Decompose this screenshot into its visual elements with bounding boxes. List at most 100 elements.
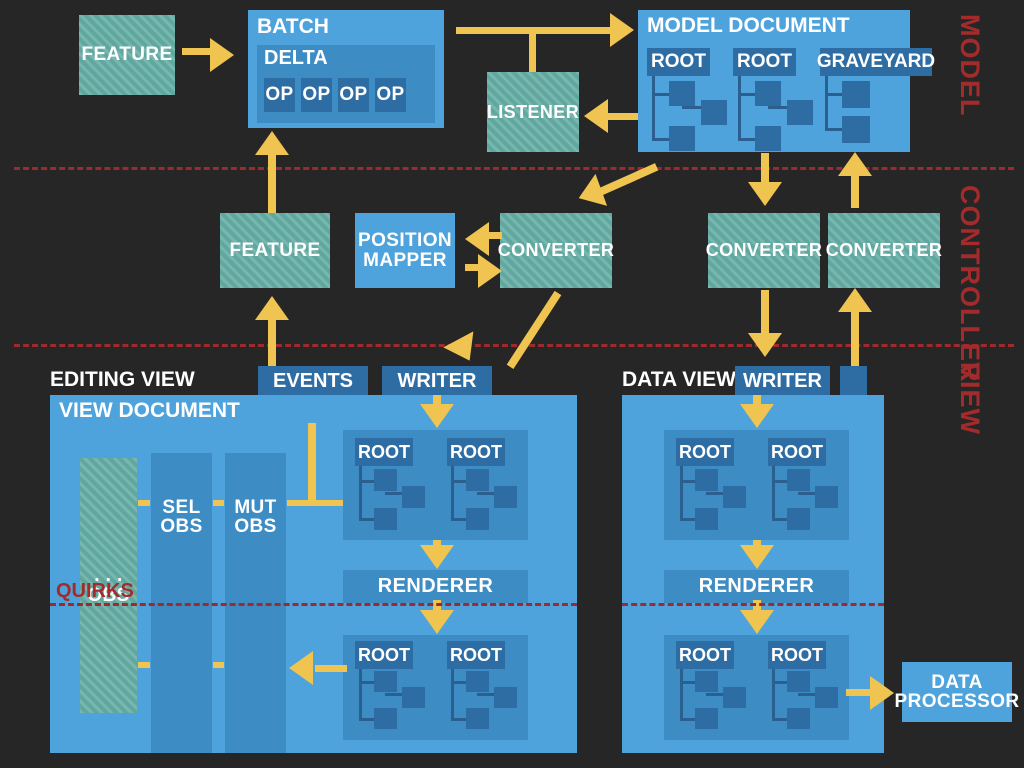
root-label[interactable]: ROOT [447, 641, 505, 669]
arrow-data-writer-to-tree-head [740, 404, 774, 428]
arrow-feature-to-batch-line [182, 48, 212, 55]
arrow-converter1-to-writer-head [443, 331, 485, 369]
arrow-feature-to-batch-head [210, 38, 234, 72]
position-mapper-box[interactable]: POSITION MAPPER [355, 213, 455, 288]
controller-feature-box[interactable]: FEATURE [220, 213, 330, 288]
arrow-dom-to-processor-head [870, 676, 894, 710]
observer-line2: OBS [234, 516, 277, 538]
batch-box[interactable]: BATCH DELTA OP OP OP OP [248, 10, 444, 128]
arrow-feature-to-batch-up-head [255, 131, 289, 155]
view-document-panel[interactable]: VIEW DOCUMENT . . . OBS SEL OBS MUT OBS … [50, 395, 577, 753]
root-label[interactable]: ROOT [768, 641, 826, 669]
arrow-batch-fork-horizontal [456, 27, 616, 34]
observer-connector-lower [213, 662, 224, 668]
renderer-box-data[interactable]: RENDERER [664, 570, 849, 603]
model-document-title: MODEL DOCUMENT [647, 14, 850, 37]
controller-converter-box-1[interactable]: CONVERTER [498, 213, 614, 288]
arrow-modeldoc-to-converter2-line [761, 153, 769, 185]
arrow-batch-to-listener-drop [529, 30, 536, 72]
arrow-dom-to-processor-line [846, 689, 874, 696]
observer-line1: MUT [234, 497, 277, 518]
editing-tree-group-top[interactable]: ROOT ROOT [343, 430, 528, 540]
root-label[interactable]: ROOT [355, 438, 413, 466]
data-tree-group-top[interactable]: ROOT ROOT [664, 430, 849, 540]
tab-writer-editing[interactable]: WRITER [382, 366, 492, 396]
arrow-batch-to-modeldoc-head [610, 13, 634, 47]
arrow-dom-to-observers-head [289, 651, 313, 685]
root-label[interactable]: ROOT [355, 641, 413, 669]
arrow-mapper-to-converter1-head [478, 254, 502, 288]
controller-converter-box-2[interactable]: CONVERTER [706, 213, 822, 288]
arrow-converter3-to-modeldoc-head [838, 152, 872, 176]
data-view-panel[interactable]: ROOT ROOT REN [622, 395, 884, 753]
band-label-model: MODEL [955, 14, 985, 117]
data-processor-line2: PROCESSOR [894, 691, 1020, 712]
arrow-modeldoc-to-converter-head [572, 173, 608, 215]
tab-events[interactable]: EVENTS [258, 366, 368, 396]
root-label[interactable]: ROOT [676, 438, 734, 466]
arrow-converter1-to-writer-line [506, 290, 562, 369]
separator-controller-view [14, 344, 1014, 347]
data-tree-group-bottom[interactable]: ROOT ROOT [664, 635, 849, 740]
model-document-box[interactable]: MODEL DOCUMENT ROOT ROOT GRAVEYARD [638, 10, 935, 152]
arrow-data-tree-to-renderer-head [740, 545, 774, 569]
tree-node [755, 81, 781, 106]
arrow-converter3-to-modeldoc-line [851, 176, 859, 208]
arrow-dom-to-observers-line [315, 665, 347, 672]
observer-line1: . . . [94, 565, 123, 587]
observer-column-other[interactable]: . . . OBS [80, 458, 137, 713]
root-label[interactable]: ROOT [768, 438, 826, 466]
arrow-dataview-to-converter3-line [851, 312, 859, 370]
listener-box[interactable]: LISTENER [487, 72, 579, 152]
observer-connector [213, 500, 224, 506]
observer-line2: OBS [160, 516, 203, 538]
controller-converter-box-3[interactable]: CONVERTER [826, 213, 942, 288]
arrow-mapper-to-converter1-line [465, 264, 480, 271]
data-view-title: DATA VIEW [622, 368, 736, 391]
graveyard-label[interactable]: GRAVEYARD [817, 48, 935, 76]
arrow-events-to-feature-line [268, 320, 276, 368]
arrow-dataview-to-converter3-head [838, 288, 872, 312]
batch-title: BATCH [257, 15, 329, 38]
root-label[interactable]: ROOT [733, 48, 796, 76]
arrow-converter1-to-mapper-head [465, 222, 489, 256]
separator-model-controller [14, 167, 1014, 170]
data-processor-line1: DATA [931, 671, 983, 693]
band-label-controller: CONTROLLER [955, 185, 985, 383]
arrow-tree-to-renderer-head [420, 545, 454, 569]
editing-tree-group-bottom[interactable]: ROOT ROOT [343, 635, 528, 740]
root-label[interactable]: ROOT [647, 48, 710, 76]
editing-view-title: EDITING VIEW [50, 368, 195, 391]
root-label[interactable]: ROOT [447, 438, 505, 466]
op-box[interactable]: OP [338, 78, 369, 112]
arrow-renderer-to-dom-head [420, 610, 454, 634]
tree-node [701, 100, 727, 125]
arrow-data-writer-to-tree-line [753, 395, 761, 407]
observer-line2: OBS [87, 584, 130, 606]
observer-connector-to-events [287, 500, 367, 506]
root-label[interactable]: ROOT [676, 641, 734, 669]
op-box[interactable]: OP [301, 78, 332, 112]
arrow-feature-to-batch-up-line [268, 155, 276, 220]
renderer-box-editing[interactable]: RENDERER [343, 570, 528, 603]
arrow-modeldoc-to-listener-line [608, 113, 638, 120]
separator-quirks-editing [50, 603, 577, 606]
op-box[interactable]: OP [264, 78, 295, 112]
tab-data-view-extra[interactable] [840, 366, 867, 396]
observer-connector [138, 500, 150, 506]
arrow-renderer-to-dom-line [433, 600, 441, 614]
delta-box[interactable]: DELTA OP OP OP OP [257, 45, 435, 123]
arrow-data-renderer-to-dom-line [753, 600, 761, 614]
separator-quirks-data [622, 603, 884, 606]
arrow-events-to-feature-head [255, 296, 289, 320]
band-label-view: VIEW [955, 362, 985, 436]
position-mapper-line2: MAPPER [363, 249, 447, 271]
observer-line1: SEL [162, 497, 201, 518]
tree-node [842, 81, 870, 108]
op-box[interactable]: OP [375, 78, 406, 112]
model-feature-box[interactable]: FEATURE [79, 15, 175, 95]
data-processor-box[interactable]: DATA PROCESSOR [895, 662, 1019, 722]
tree-node [669, 126, 695, 151]
tab-writer-data[interactable]: WRITER [735, 366, 830, 396]
